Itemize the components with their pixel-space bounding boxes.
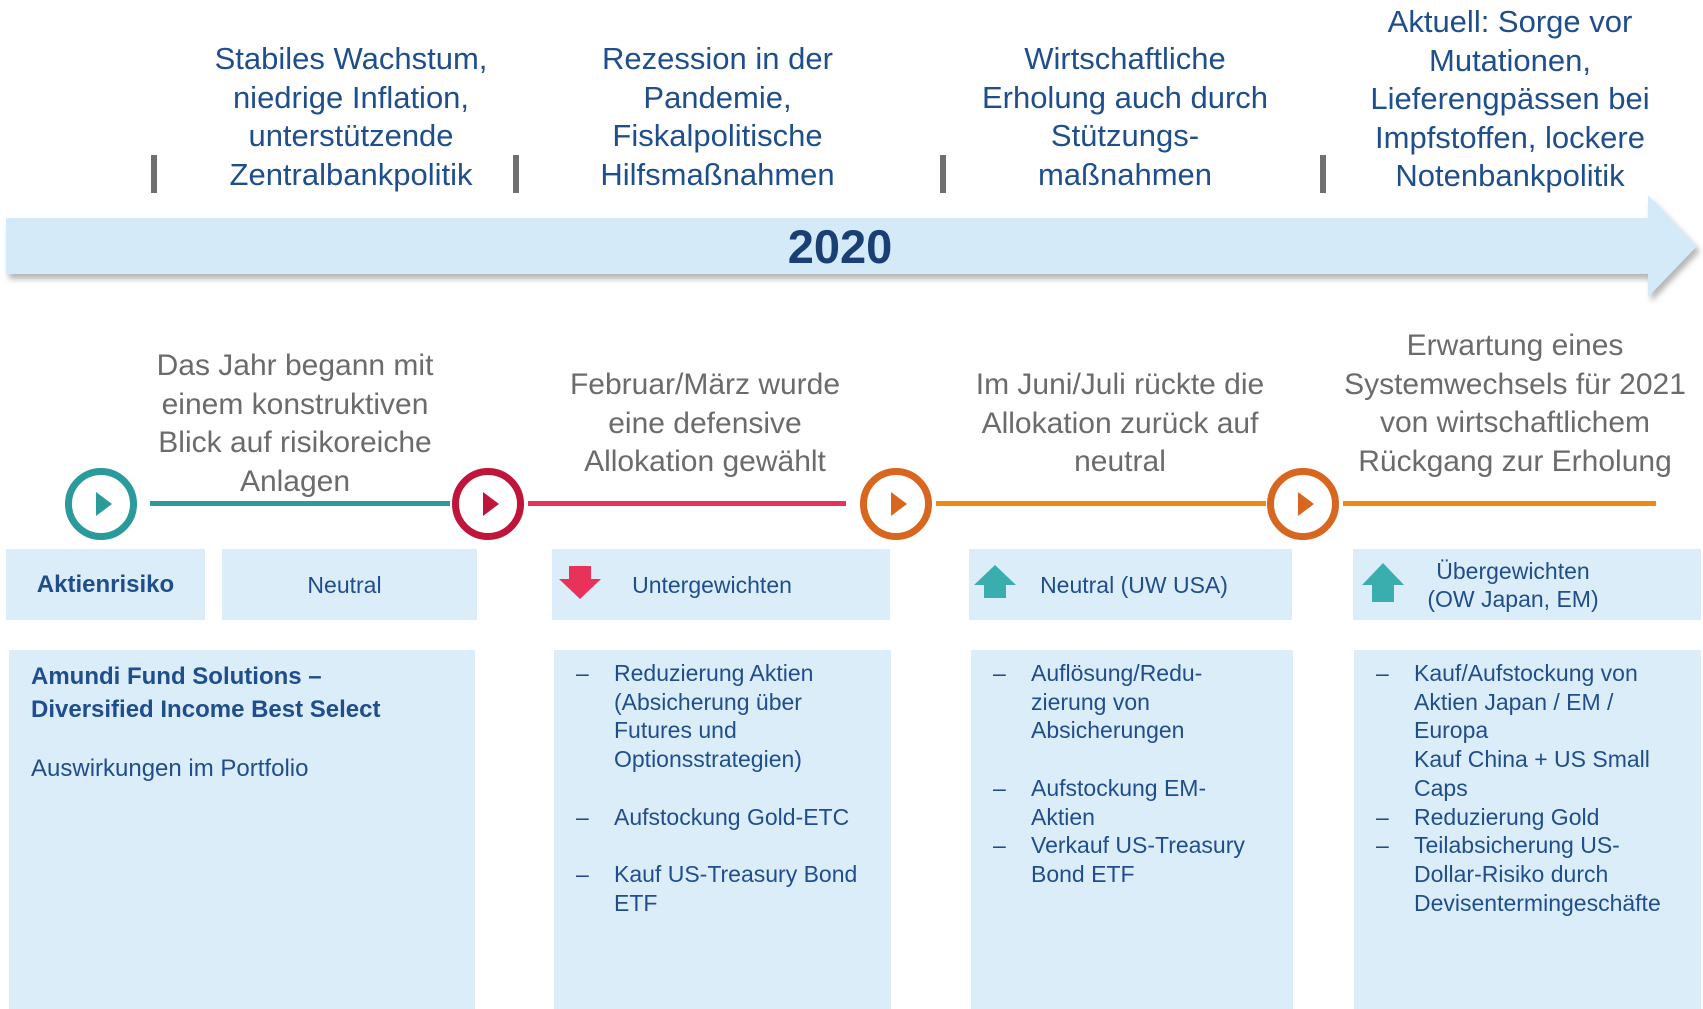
portfolio-panel-4: –Kauf/Aufstockung von Aktien Japan / EM …: [1354, 650, 1701, 1009]
play-icon: [1298, 492, 1314, 516]
timeline-arrow: [6, 195, 1697, 297]
fund-name: Amundi Fund Solutions – Diversified Inco…: [31, 663, 381, 723]
phase-1-text: Stabiles Wachstum, niedrige Inflation, u…: [214, 41, 488, 192]
phase-2-text: Rezession in der Pandemie, Fiskalpolitis…: [600, 41, 835, 192]
phase-3-text: Wirtschaftliche Erholung auch durch Stüt…: [981, 41, 1269, 192]
portfolio-item: –Kauf/Aufstockung von Aktien Japan / EM …: [1376, 660, 1650, 801]
portfolio-panel-3: –Auflösung/Redu- zierung von Absicherung…: [971, 650, 1293, 1009]
portfolio-item: –Aufstockung Gold-ETC: [576, 803, 850, 830]
stage-4-line: [1343, 501, 1656, 506]
portfolio-item: –Auflösung/Redu- zierung von Absicherung…: [993, 660, 1203, 744]
portfolio-item: –Kauf US-Treasury Bond ETF: [576, 860, 858, 916]
rating-box-2: Untergewichten: [552, 549, 890, 620]
play-icon: [483, 492, 499, 516]
portfolio-item: –Verkauf US-Treasury Bond ETF: [993, 832, 1245, 887]
rating-box-1: Neutral: [222, 549, 477, 620]
timeline-marker-2: [452, 468, 524, 540]
portfolio-panel-2: –Reduzierung Aktien (Absicherung über Fu…: [554, 650, 891, 1009]
stage-3-line: [936, 501, 1266, 506]
arrow-down-icon: [559, 566, 601, 599]
rating-text-1: Neutral: [307, 571, 382, 598]
phase-divider: [940, 155, 946, 193]
phase-divider: [151, 155, 157, 193]
rating-text-2: Untergewichten: [632, 571, 792, 598]
rating-box-4: Übergewichten (OW Japan, EM): [1353, 549, 1701, 620]
stage-1-text: Das Jahr begann mit einem konstruktiven …: [156, 349, 434, 498]
rating-box-3: Neutral (UW USA): [969, 549, 1292, 620]
aktienrisiko-label: Aktienrisiko: [36, 570, 175, 598]
arrow-up-icon: [974, 565, 1016, 598]
rating-text-4: Übergewichten (OW Japan, EM): [1427, 557, 1599, 612]
phase-4-text: Aktuell: Sorge vor Mutationen, Liefereng…: [1370, 4, 1650, 193]
timeline-marker-4: [1267, 468, 1339, 540]
fund-info-panel: Amundi Fund Solutions – Diversified Inco…: [9, 650, 475, 1009]
fund-subtitle: Auswirkungen im Portfolio: [31, 755, 309, 782]
stage-2-line: [528, 501, 846, 506]
phase-divider: [513, 155, 519, 193]
portfolio-item: –Teilabsicherung US- Dollar-Risiko durch…: [1376, 832, 1661, 916]
timeline-year: 2020: [787, 220, 893, 273]
rating-text-3: Neutral (UW USA): [1040, 571, 1228, 598]
play-icon: [891, 492, 907, 516]
aktienrisiko-label-box: Aktienrisiko: [6, 549, 205, 620]
stage-3-text: Im Juni/Juli rückte die Allokation zurüc…: [975, 368, 1265, 478]
arrow-up-icon: [1362, 563, 1404, 602]
stage-1-line: [150, 501, 450, 506]
timeline-marker-1: [65, 468, 137, 540]
portfolio-item: –Reduzierung Aktien (Absicherung über Fu…: [576, 660, 814, 773]
timeline-marker-3: [860, 468, 932, 540]
portfolio-item: –Aufstockung EM- Aktien: [993, 774, 1207, 830]
phase-divider: [1320, 155, 1326, 193]
play-icon: [96, 492, 112, 516]
portfolio-item: –Reduzierung Gold: [1376, 803, 1600, 830]
stage-4-text: Erwartung eines Systemwechsels für 2021 …: [1344, 329, 1686, 478]
stage-2-text: Februar/März wurde eine defensive Alloka…: [569, 368, 841, 478]
